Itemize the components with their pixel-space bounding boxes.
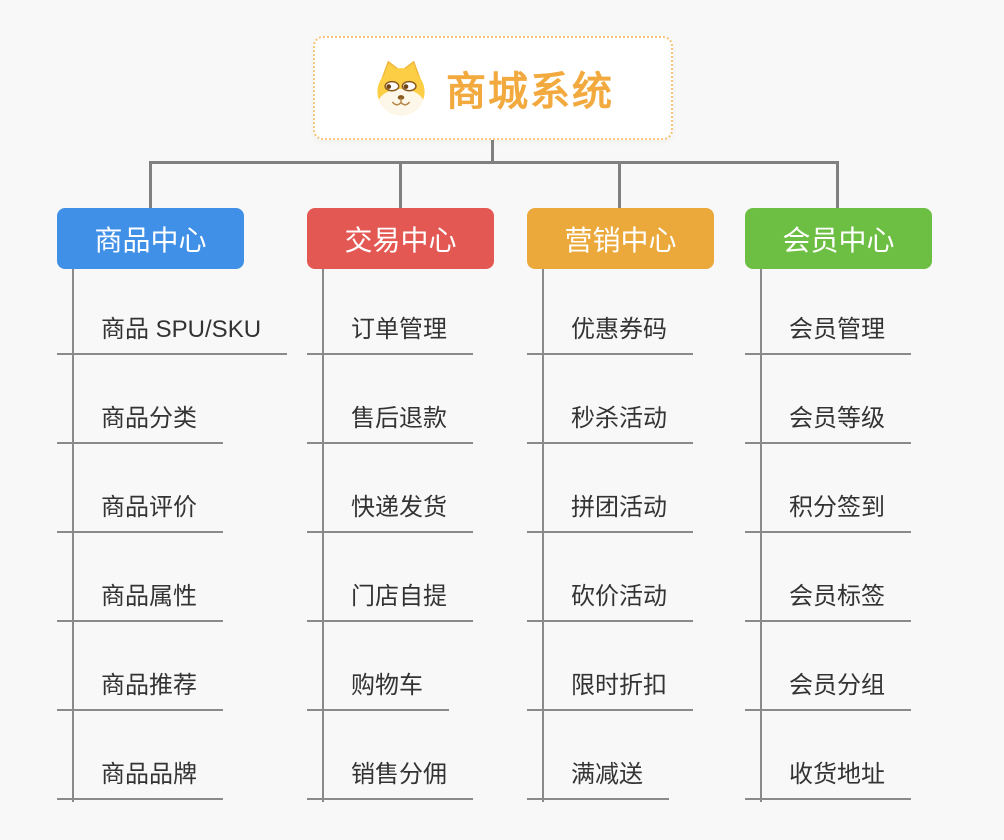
- branch-bus-connector: [149, 161, 839, 164]
- leaf-node[interactable]: 砍价活动: [527, 580, 693, 622]
- leaf-node[interactable]: 售后退款: [307, 402, 473, 444]
- branch-drop-connector: [149, 161, 152, 209]
- leaf-node[interactable]: 商品 SPU/SKU: [57, 313, 288, 355]
- branch-drop-connector: [399, 161, 402, 209]
- branch-drop-connector: [618, 161, 621, 209]
- leaf-node[interactable]: 订单管理: [307, 313, 473, 355]
- leaf-node[interactable]: 销售分佣: [307, 758, 473, 800]
- leaf-node[interactable]: 限时折扣: [527, 669, 693, 711]
- branch-trunk-connector: [72, 269, 74, 802]
- leaf-node[interactable]: 拼团活动: [527, 491, 693, 533]
- shiba-dog-icon: [377, 60, 425, 116]
- root-title: 商城系统: [446, 70, 614, 114]
- leaf-node[interactable]: 商品属性: [57, 580, 223, 622]
- root-stem-connector: [491, 140, 494, 163]
- leaf-node[interactable]: 积分签到: [745, 491, 911, 533]
- leaf-node[interactable]: 商品品牌: [57, 758, 223, 800]
- leaf-node[interactable]: 会员分组: [745, 669, 911, 711]
- leaf-node[interactable]: 秒杀活动: [527, 402, 693, 444]
- leaf-node[interactable]: 购物车: [307, 669, 449, 711]
- leaf-node[interactable]: 收货地址: [745, 758, 911, 800]
- branch-header-2[interactable]: 营销中心: [527, 208, 714, 269]
- leaf-node[interactable]: 优惠券码: [527, 313, 693, 355]
- leaf-node[interactable]: 商品分类: [57, 402, 223, 444]
- leaf-node[interactable]: 门店自提: [307, 580, 473, 622]
- leaf-node[interactable]: 会员标签: [745, 580, 911, 622]
- leaf-node[interactable]: 满减送: [527, 758, 669, 800]
- branch-drop-connector: [836, 161, 839, 209]
- leaf-node[interactable]: 会员等级: [745, 402, 911, 444]
- leaf-node[interactable]: 商品评价: [57, 491, 223, 533]
- branch-header-0[interactable]: 商品中心: [57, 208, 244, 269]
- branch-header-1[interactable]: 交易中心: [307, 208, 494, 269]
- branch-trunk-connector: [760, 269, 762, 802]
- branch-trunk-connector: [322, 269, 324, 802]
- root-node[interactable]: 商城系统: [313, 36, 673, 140]
- branch-trunk-connector: [542, 269, 544, 802]
- leaf-node[interactable]: 商品推荐: [57, 669, 223, 711]
- leaf-node[interactable]: 会员管理: [745, 313, 911, 355]
- leaf-node[interactable]: 快递发货: [307, 491, 473, 533]
- branch-header-3[interactable]: 会员中心: [745, 208, 932, 269]
